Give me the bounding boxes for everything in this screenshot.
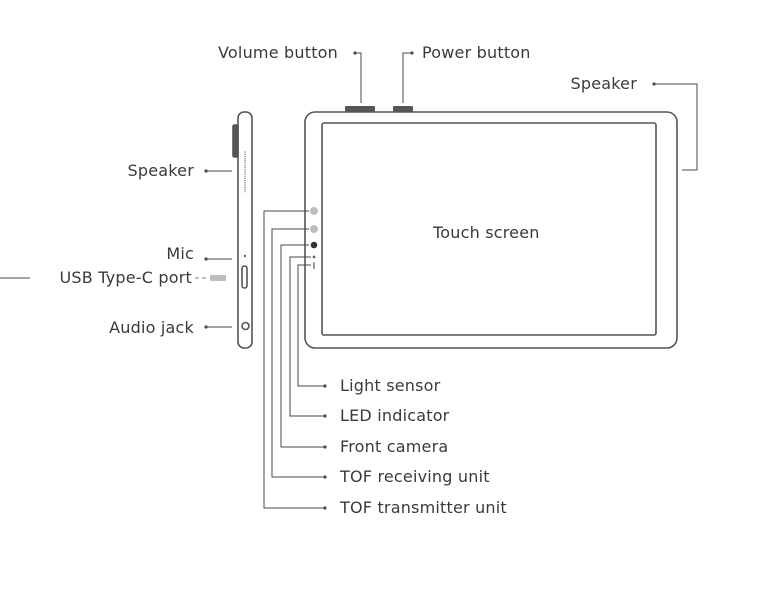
side-speaker-grille: [244, 151, 246, 193]
speaker-hole: [244, 155, 246, 158]
tof-transmitter-label: TOF transmitter unit: [340, 498, 507, 517]
speaker-hole: [244, 173, 246, 175]
dot-speaker-side: [204, 169, 208, 173]
led-indicator-dot: [312, 255, 316, 259]
dot-volume: [353, 51, 357, 55]
speaker-hole: [244, 184, 246, 186]
speaker-hole: [244, 160, 246, 162]
speaker-hole: [244, 175, 246, 177]
speaker-hole: [244, 182, 246, 184]
speaker-top-label: Speaker: [570, 74, 637, 93]
speaker-hole: [244, 166, 246, 169]
speaker-hole: [244, 171, 246, 173]
dot-audio-jack: [204, 325, 208, 329]
volume-button-shape: [345, 106, 375, 112]
speaker-hole: [244, 188, 246, 191]
tablet-side-body: [237, 111, 253, 349]
front-camera-label: Front camera: [340, 437, 449, 456]
speaker-hole: [244, 153, 246, 155]
mic-hole: [243, 254, 247, 258]
volume-button-label: Volume button: [218, 43, 338, 62]
tablet-front-body: [304, 111, 678, 349]
light-sensor-mark: [313, 262, 315, 269]
power-button-label: Power button: [422, 43, 531, 62]
tof-transmitter-leader: [263, 210, 325, 509]
dot-speaker-right: [652, 82, 656, 86]
front-camera-lens: [310, 241, 318, 249]
speaker-side-label: Speaker: [127, 161, 194, 180]
audio-jack-label: Audio jack: [109, 318, 194, 337]
mic-label: Mic: [166, 244, 194, 263]
tof-receiving-sensor: [310, 225, 318, 233]
touch-screen-label: Touch screen: [433, 223, 540, 242]
led-indicator-label: LED indicator: [340, 406, 450, 425]
usb-dash-2: [202, 277, 206, 279]
speaker-hole: [244, 190, 246, 193]
usb-plug-shape: [210, 275, 226, 281]
speaker-hole: [244, 186, 246, 188]
touch-screen-area: [321, 122, 657, 336]
speaker-hole: [244, 157, 246, 160]
light-sensor-label: Light sensor: [340, 376, 441, 395]
volume-button-leader: [355, 52, 362, 103]
speaker-hole: [244, 177, 246, 180]
speaker-hole: [244, 168, 246, 171]
audio-jack-hole: [241, 321, 250, 331]
usb-dash-1: [195, 277, 199, 279]
power-button-leader: [402, 52, 412, 103]
tof-receiving-label: TOF receiving unit: [340, 467, 490, 486]
usb-port-label: USB Type-C port: [59, 268, 192, 287]
speaker-hole: [244, 179, 246, 182]
led-indicator-leader: [289, 256, 325, 417]
power-button-shape: [393, 106, 413, 112]
speaker-hole: [244, 162, 246, 164]
light-sensor-leader: [297, 264, 325, 387]
dot-tof-transmitter: [323, 506, 327, 510]
dot-front-camera: [323, 445, 327, 449]
dot-light-sensor: [323, 384, 327, 388]
dot-mic: [204, 257, 208, 261]
dot-led: [323, 414, 327, 418]
tof-transmitter-sensor: [310, 207, 318, 215]
dot-tof-receiving: [323, 475, 327, 479]
speaker-hole: [244, 164, 246, 166]
speaker-right-leader: [654, 83, 698, 171]
front-camera-leader: [280, 244, 325, 448]
side-volume-button: [232, 124, 239, 158]
tof-receiving-leader: [271, 228, 325, 478]
usb-port-slot: [241, 265, 248, 289]
speaker-hole: [244, 151, 246, 153]
dot-power: [410, 51, 414, 55]
